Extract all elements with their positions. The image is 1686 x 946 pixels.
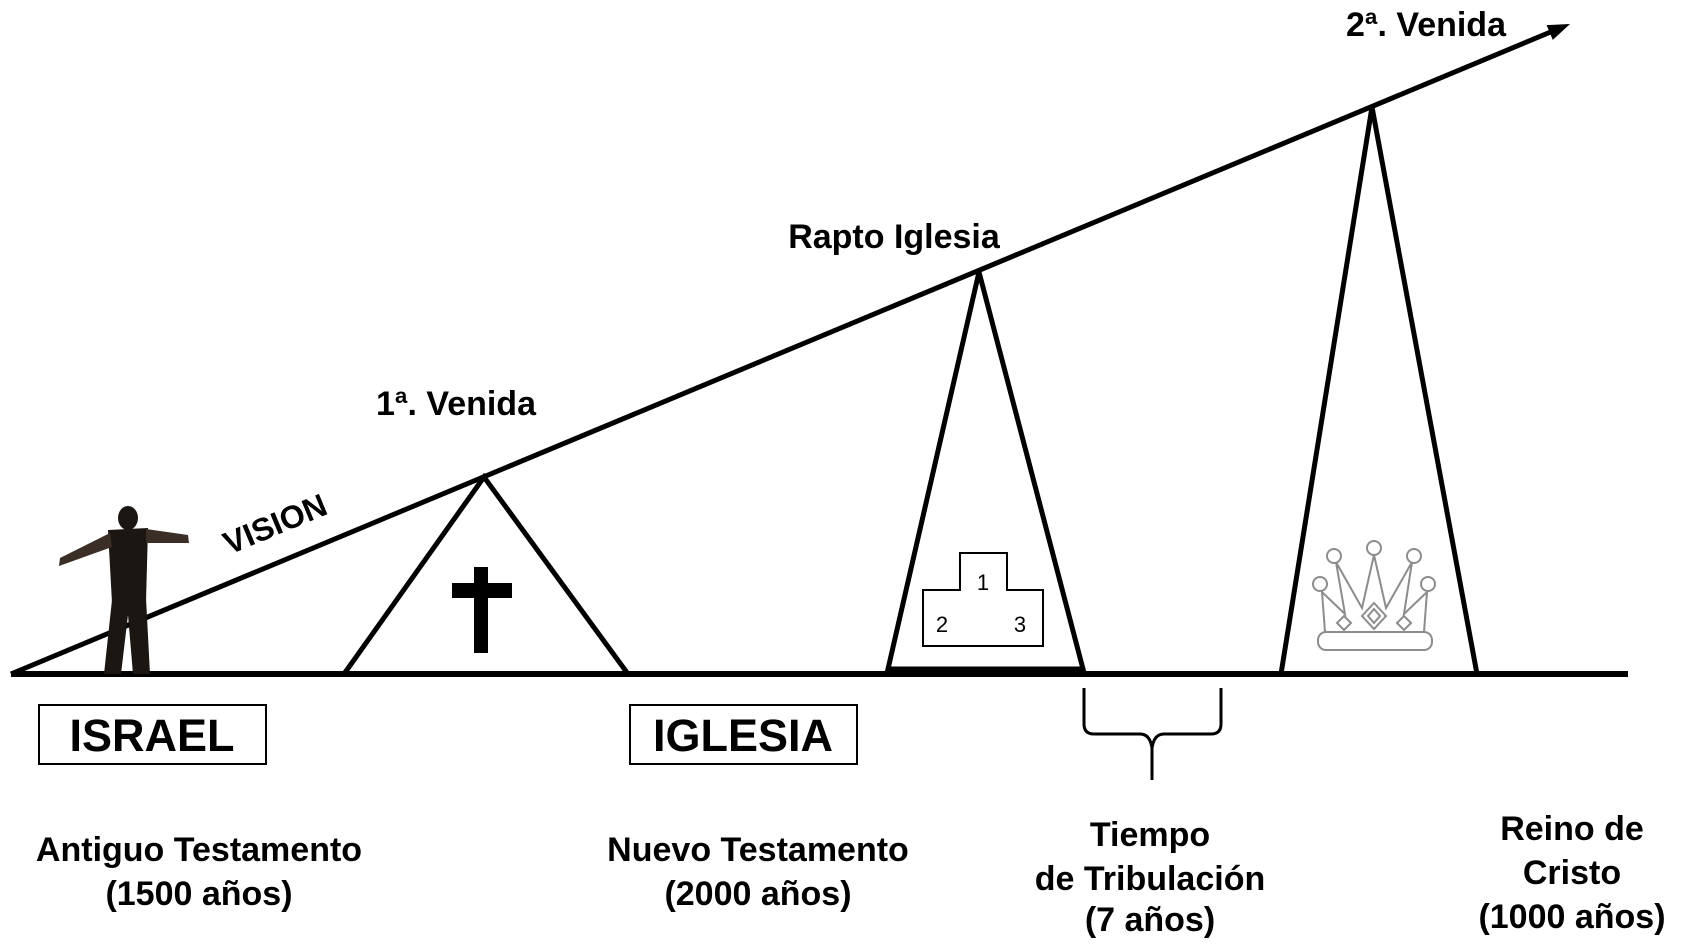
tribulation-caption: Tiempo de Tribulación (7 años)	[1035, 816, 1265, 939]
israel-label: ISRAEL	[69, 710, 234, 761]
second-coming-triangle	[1278, 106, 1481, 677]
crown-icon	[1312, 540, 1436, 651]
first-coming-label: 1ª. Venida	[376, 385, 537, 423]
new-testament-title: Nuevo Testamento	[607, 831, 909, 869]
vision-line	[10, 28, 1554, 677]
tribulation-line1: Tiempo	[1090, 816, 1210, 854]
old-testament-caption: Antiguo Testamento (1500 años)	[36, 831, 362, 913]
brace-icon	[1082, 688, 1223, 780]
old-testament-title: Antiguo Testamento	[36, 831, 362, 869]
kingdom-line2: Cristo	[1523, 854, 1621, 892]
podium-first: 1	[977, 570, 989, 595]
podium-third: 3	[1014, 612, 1026, 637]
tribulation-line2: de Tribulación	[1035, 860, 1265, 898]
old-testament-years: (1500 años)	[105, 875, 292, 913]
person-figure	[59, 506, 189, 674]
rapture-label: Rapto Iglesia	[788, 218, 1001, 256]
podium-second: 2	[936, 612, 948, 637]
second-coming-label: 2ª. Venida	[1346, 6, 1507, 44]
podium-icon: 1 2 3	[922, 552, 1044, 647]
kingdom-caption: Reino de Cristo (1000 años)	[1478, 810, 1665, 936]
iglesia-box: IGLESIA	[629, 704, 858, 765]
kingdom-years: (1000 años)	[1478, 898, 1665, 936]
arrow-icon	[1546, 24, 1570, 40]
tribulation-years: (7 años)	[1085, 901, 1215, 939]
first-coming-triangle	[339, 472, 633, 677]
iglesia-label: IGLESIA	[653, 710, 833, 761]
new-testament-caption: Nuevo Testamento (2000 años)	[607, 831, 909, 913]
rapture-triangle	[884, 271, 1087, 672]
cross-icon	[452, 567, 512, 653]
israel-box: ISRAEL	[38, 704, 267, 765]
vision-label: VISION	[218, 487, 332, 562]
new-testament-years: (2000 años)	[664, 875, 851, 913]
kingdom-line1: Reino de	[1500, 810, 1644, 848]
